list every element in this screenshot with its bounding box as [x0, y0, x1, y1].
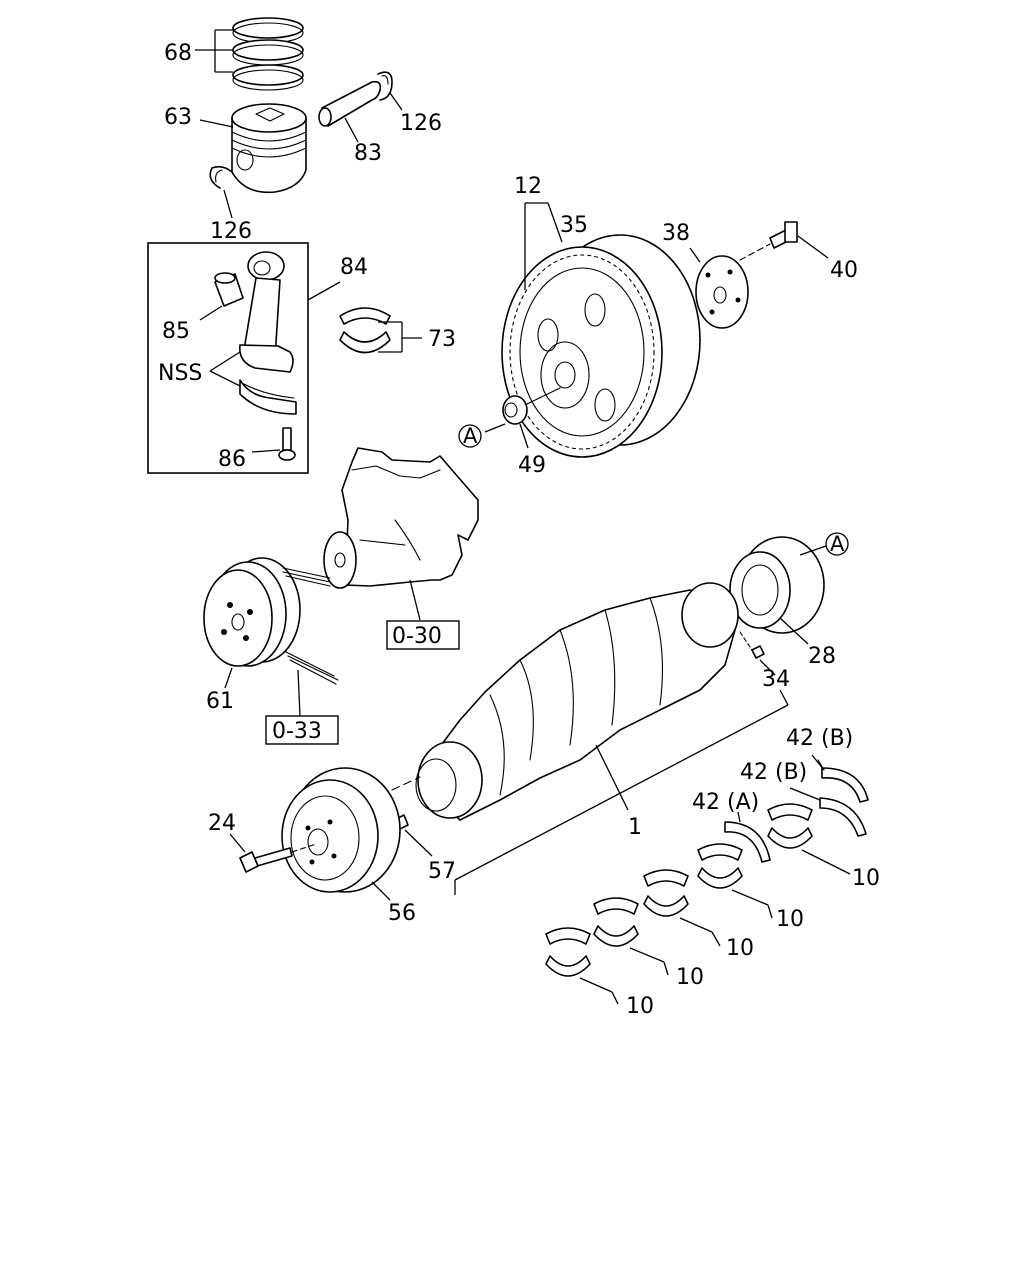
main-bearing-pair-1	[767, 803, 851, 875]
label-84: 84	[340, 255, 368, 280]
rod-bearing-shells	[339, 307, 422, 354]
label-42b-top: 42 (B)	[786, 726, 853, 751]
main-bearing-pair-2	[697, 843, 773, 919]
label-1: 1	[628, 815, 642, 840]
flywheel-plate	[689, 247, 749, 329]
thrust-washer-a	[724, 811, 771, 863]
label-42b-mid: 42 (B)	[740, 760, 807, 785]
bushing	[199, 272, 244, 321]
label-10-c: 10	[726, 936, 754, 961]
ref-circle-a1	[458, 424, 482, 448]
label-nss: NSS	[158, 361, 202, 386]
piston-pin	[318, 80, 382, 143]
label-49: 49	[518, 453, 546, 478]
main-bearing-pair-5	[545, 927, 619, 1005]
label-10-d: 10	[676, 965, 704, 990]
ref-circle-a2	[825, 532, 849, 556]
label-61: 61	[206, 689, 234, 714]
label-86: 86	[218, 447, 246, 472]
label-83: 83	[354, 141, 382, 166]
label-ref-a1: A	[463, 424, 478, 448]
label-24: 24	[208, 811, 236, 836]
ref-box-fan-pulley	[265, 715, 339, 745]
fan-pulley	[203, 557, 339, 717]
piston-rings	[195, 17, 304, 91]
label-56: 56	[388, 901, 416, 926]
label-34: 34	[762, 667, 790, 692]
crank-gear	[729, 536, 827, 645]
label-35: 35	[560, 213, 588, 238]
label-ref-0-30: 0-30	[392, 624, 442, 649]
crank-pulley	[281, 767, 401, 901]
label-38: 38	[662, 221, 690, 246]
label-28: 28	[808, 644, 836, 669]
rod-bolt	[251, 427, 296, 461]
thrust-washer-b-lower	[789, 787, 867, 837]
snap-ring-right	[377, 71, 403, 111]
label-ref-0-33: 0-33	[272, 719, 322, 744]
pilot-bearing	[484, 387, 561, 449]
flywheel	[501, 202, 701, 458]
flywheel-bolt	[739, 221, 829, 261]
label-40: 40	[830, 258, 858, 283]
label-85: 85	[162, 319, 190, 344]
part-labels: 68 63 126 83 126 84 85 NSS 86 73 12 35 3…	[158, 41, 880, 1019]
label-126-bottom: 126	[210, 219, 252, 244]
label-10-b: 10	[776, 907, 804, 932]
crank-key	[739, 631, 776, 676]
main-bearing-pair-3	[643, 869, 721, 947]
piston	[199, 103, 307, 194]
label-68: 68	[164, 41, 192, 66]
crank-bolt	[229, 833, 317, 873]
snap-ring-left	[209, 165, 233, 219]
label-63: 63	[164, 105, 192, 130]
label-ref-a2: A	[830, 532, 845, 556]
label-10-a: 10	[852, 866, 880, 891]
crankshaft	[391, 582, 739, 821]
label-10-e: 10	[626, 994, 654, 1019]
thrust-washer-b-upper	[811, 754, 869, 803]
ref-box-water-pump	[386, 620, 460, 650]
water-pump	[323, 447, 479, 621]
connecting-rod	[238, 251, 297, 415]
label-57: 57	[428, 859, 456, 884]
label-73: 73	[428, 327, 456, 352]
main-bearing-pair-4	[593, 897, 669, 976]
connecting-rod-box	[147, 242, 309, 474]
label-12: 12	[514, 174, 542, 199]
label-126-top: 126	[400, 111, 442, 136]
label-42a: 42 (A)	[692, 790, 759, 815]
